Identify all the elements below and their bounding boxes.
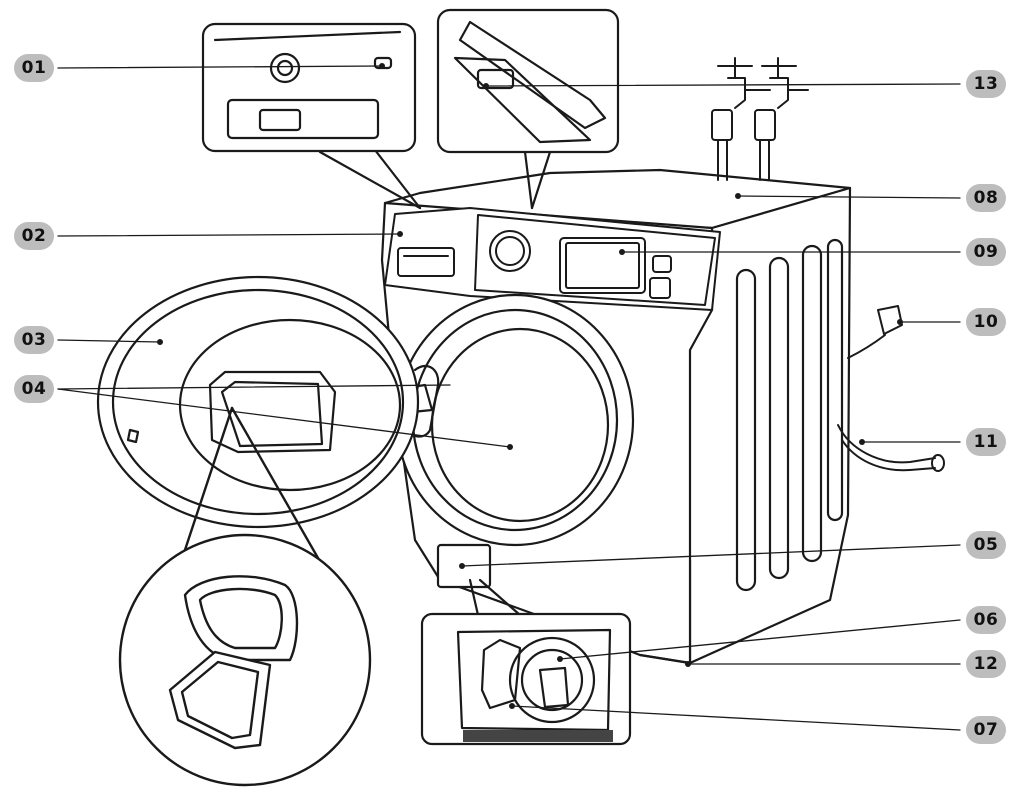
- callout-12: 12: [966, 650, 1006, 678]
- drawer-zoom: [436, 8, 620, 210]
- water-taps: [711, 57, 809, 181]
- callout-07: 07: [966, 716, 1006, 744]
- drain-hose: [837, 424, 945, 472]
- callout-02: 02: [14, 222, 54, 250]
- power-cord: [847, 305, 903, 359]
- open-door: [96, 275, 420, 529]
- callout-09: 09: [966, 238, 1006, 266]
- callout-04: 04: [14, 375, 54, 403]
- callout-06: 06: [966, 606, 1006, 634]
- callout-03: 03: [14, 326, 54, 354]
- leader-lines: [57, 65, 961, 731]
- callout-13: 13: [966, 70, 1006, 98]
- detergent-zoom: [201, 22, 422, 210]
- callout-10: 10: [966, 308, 1006, 336]
- callout-05: 05: [966, 531, 1006, 559]
- filter-zoom: [420, 543, 632, 746]
- callout-08: 08: [966, 184, 1006, 212]
- callout-01: 01: [14, 54, 54, 82]
- callout-11: 11: [966, 428, 1006, 456]
- add-door-zoom: [118, 406, 372, 787]
- leader-dots: [157, 63, 903, 709]
- control-panel: [384, 207, 721, 311]
